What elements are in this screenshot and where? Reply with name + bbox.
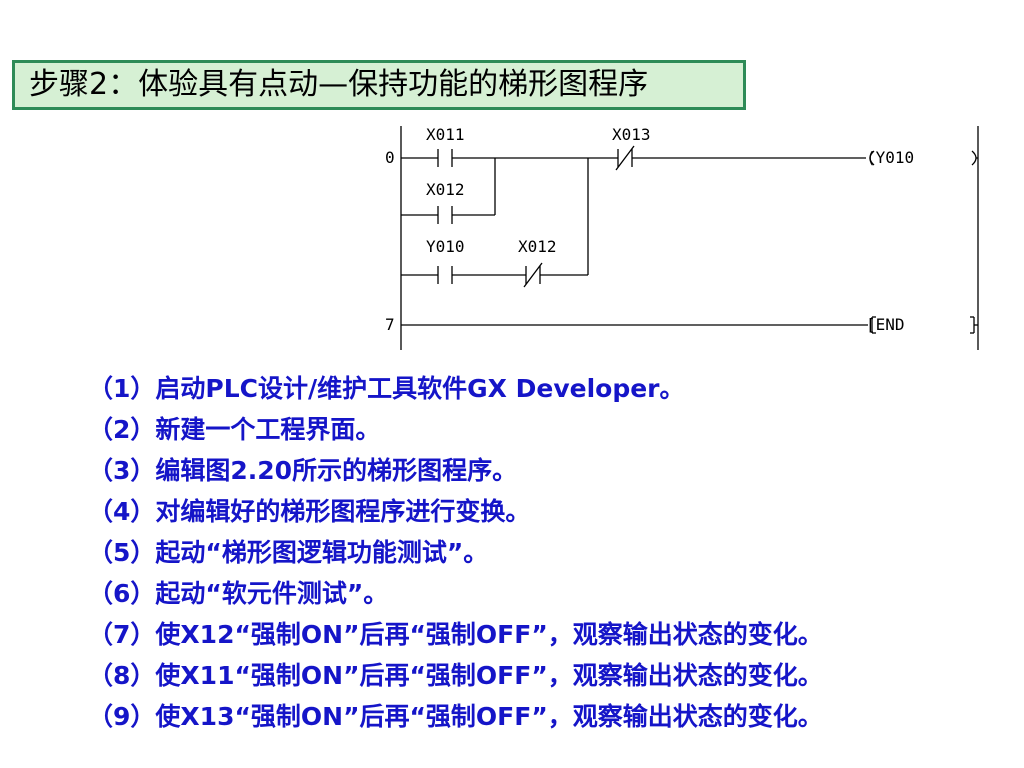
step-title: 步骤2：体验具有点动—保持功能的梯形图程序 <box>29 67 649 102</box>
contact-y010-parallel-label: Y010 <box>426 237 465 256</box>
step-item-6: （6）起动“软元件测试”。 <box>88 579 389 608</box>
step-item-7: （7）使X12“强制ON”后再“强制OFF”，观察输出状态的变化。 <box>88 620 823 649</box>
step-item-4: （4）对编辑好的梯形图程序进行变换。 <box>88 497 531 526</box>
step-title-box: 步骤2：体验具有点动—保持功能的梯形图程序 <box>12 60 746 110</box>
coil-y010-close <box>971 150 977 166</box>
step-item-1: （1）启动PLC设计/维护工具软件GX Developer。 <box>88 374 685 403</box>
contact-x012-nc-label: X012 <box>518 237 557 256</box>
ladder-diagram: 0 7 X011 X013 (Y010 X012 Y010 X012 [END <box>385 125 979 350</box>
step-item-8: （8）使X11“强制ON”后再“强制OFF”，观察输出状态的变化。 <box>88 661 823 690</box>
step-number-7: 7 <box>385 315 395 334</box>
contact-x013-slash <box>615 145 635 171</box>
step-item-9: （9）使X13“强制ON”后再“强制OFF”，观察输出状态的变化。 <box>88 702 823 731</box>
step-number-0: 0 <box>385 148 395 167</box>
step-item-2: （2）新建一个工程界面。 <box>88 415 381 444</box>
coil-y010-label: (Y010 <box>866 148 914 167</box>
contact-x013-label: X013 <box>612 125 651 144</box>
step-item-3: （3）编辑图2.20所示的梯形图程序。 <box>88 456 518 485</box>
step-item-5: （5）起动“梯形图逻辑功能测试”。 <box>88 538 489 567</box>
end-instruction-label: [END <box>866 315 905 334</box>
contact-x011-label: X011 <box>426 125 465 144</box>
coil-y010-open <box>869 150 875 166</box>
step-list: （1）启动PLC设计/维护工具软件GX Developer。 （2）新建一个工程… <box>88 368 1024 737</box>
contact-x012-nc-slash <box>523 262 543 288</box>
contact-x012-parallel-label: X012 <box>426 180 465 199</box>
